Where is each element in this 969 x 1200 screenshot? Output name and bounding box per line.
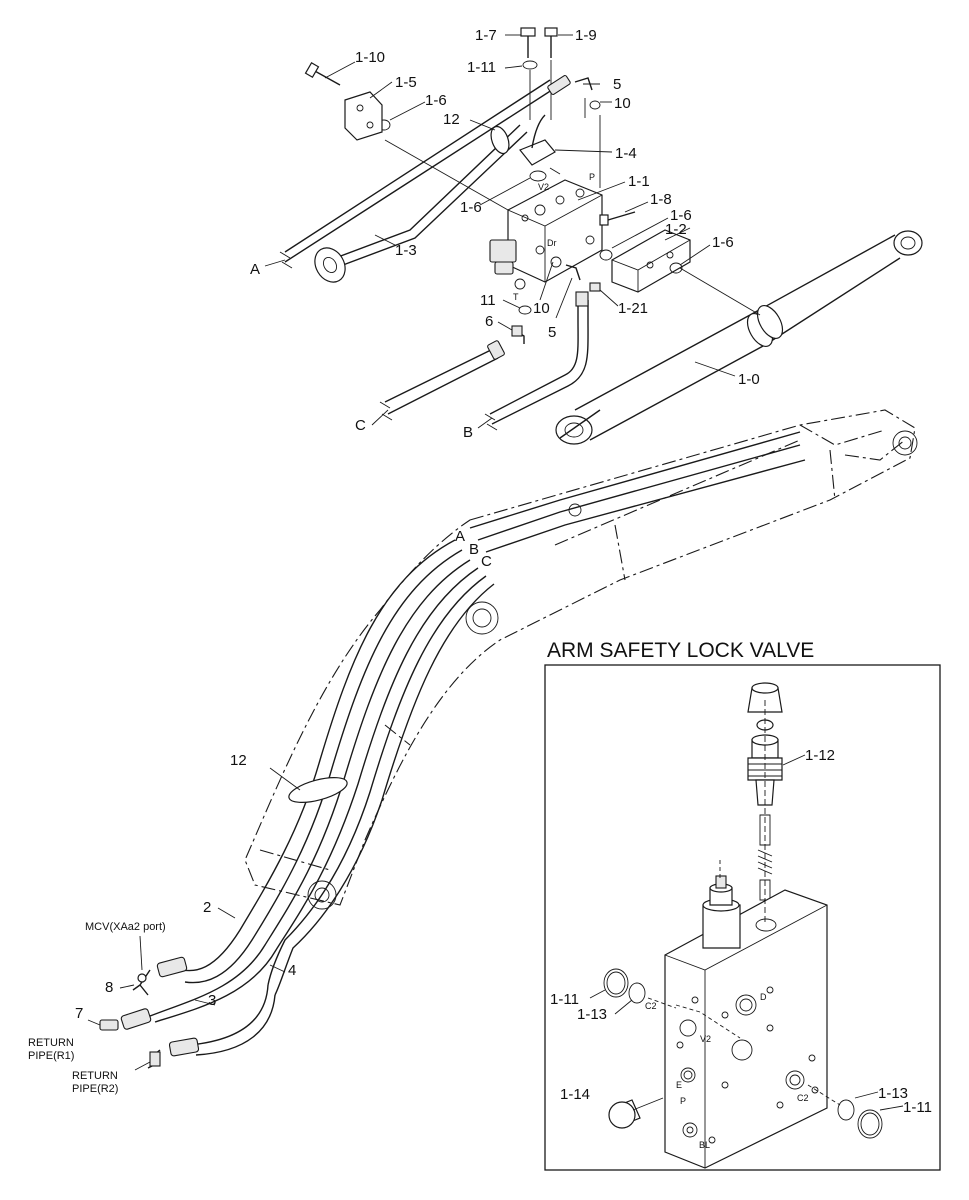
label-10: 10 <box>614 95 631 112</box>
label-7: 7 <box>75 1005 83 1022</box>
label-1-10: 1-10 <box>355 49 385 66</box>
label-c-top: C <box>355 417 366 434</box>
label-10b: 10 <box>533 300 550 317</box>
label-1-3: 1-3 <box>395 242 417 259</box>
arm-cylinder <box>555 230 923 445</box>
label-b-top: B <box>463 424 473 441</box>
label-1-5: 1-5 <box>395 74 417 91</box>
label-1-1: 1-1 <box>628 173 650 190</box>
label-8: 8 <box>105 979 113 996</box>
port-dr-top: Dr <box>547 238 557 248</box>
label-1-21: 1-21 <box>618 300 648 317</box>
port-p-inset: P <box>680 1096 686 1106</box>
label-11: 11 <box>480 292 496 309</box>
label-return-r1-line1: RETURN <box>28 1037 74 1049</box>
port-v2-top: V2 <box>538 182 549 192</box>
inset-label-1-12: 1-12 <box>805 747 835 764</box>
label-a-top: A <box>250 261 260 278</box>
inset-label-1-11b: 1-11 <box>903 1099 932 1116</box>
leader-lines <box>264 34 761 429</box>
label-1-6: 1-6 <box>460 199 482 216</box>
inset-labels: ARM SAFETY LOCK VALVE 1-12 1-11 1-13 1-1… <box>547 639 932 1116</box>
label-1-9: 1-9 <box>575 27 597 44</box>
port-bl-inset: BL <box>699 1140 710 1150</box>
connection-labels: MCV(XAa2 port) RETURN PIPE(R1) RETURN PI… <box>28 921 166 1095</box>
label-return-r2-line1: RETURN <box>72 1070 118 1082</box>
label-b-boom: B <box>469 541 479 558</box>
inset-panel <box>544 664 941 1171</box>
inset-label-1-13b: 1-13 <box>878 1085 908 1102</box>
inset-label-1-13a: 1-13 <box>577 1006 607 1023</box>
label-1-0: 1-0 <box>738 371 760 388</box>
port-p-top: P <box>589 172 595 182</box>
port-labels: V2 P T Dr D C2 V2 E P C2 BL <box>513 172 809 1150</box>
label-1-4: 1-4 <box>615 145 637 162</box>
label-c-boom: C <box>481 553 492 570</box>
boom-arm-outline <box>244 409 916 906</box>
port-e-inset: E <box>676 1080 682 1090</box>
inset-label-1-11a: 1-11 <box>550 991 579 1008</box>
label-a-boom: A <box>455 528 465 545</box>
label-1-7: 1-7 <box>475 27 497 44</box>
port-t-top: T <box>513 292 519 302</box>
label-1-6: 1-6 <box>425 92 447 109</box>
label-12-lower: 12 <box>230 752 247 769</box>
boom-hoses <box>144 431 806 1056</box>
label-mcv-port: MCV(XAa2 port) <box>85 921 166 933</box>
port-d-inset: D <box>760 992 767 1002</box>
label-4: 4 <box>288 962 296 979</box>
valve-block-top <box>304 27 691 344</box>
label-1-6: 1-6 <box>712 234 734 251</box>
label-12: 12 <box>443 111 460 128</box>
part-number-labels: 1-7 1-9 1-10 1-11 5 10 1-5 1-6 12 1-4 1-… <box>75 27 760 1022</box>
hose-clamp-lower <box>269 767 348 803</box>
port-v2-inset: V2 <box>700 1034 711 1044</box>
label-1-11: 1-11 <box>467 59 496 76</box>
label-2: 2 <box>203 899 211 916</box>
leader-lines-lower <box>87 907 286 1071</box>
label-1-6: 1-6 <box>670 207 692 224</box>
label-1-8: 1-8 <box>650 191 672 208</box>
port-c2-inset-b: C2 <box>797 1093 809 1103</box>
top-hoses <box>279 75 589 431</box>
port-c2-inset-a: C2 <box>645 1001 657 1011</box>
label-5b: 5 <box>548 324 556 341</box>
label-return-r1-line2: PIPE(R1) <box>28 1050 74 1062</box>
label-return-r2-line2: PIPE(R2) <box>72 1083 118 1095</box>
inset-label-1-14: 1-14 <box>560 1086 590 1103</box>
inset-title: ARM SAFETY LOCK VALVE <box>547 639 814 662</box>
label-6: 6 <box>485 313 493 330</box>
label-1-2: 1-2 <box>665 221 687 238</box>
label-5: 5 <box>613 76 621 93</box>
hose-end-fittings <box>99 956 200 1069</box>
label-3: 3 <box>208 992 216 1009</box>
